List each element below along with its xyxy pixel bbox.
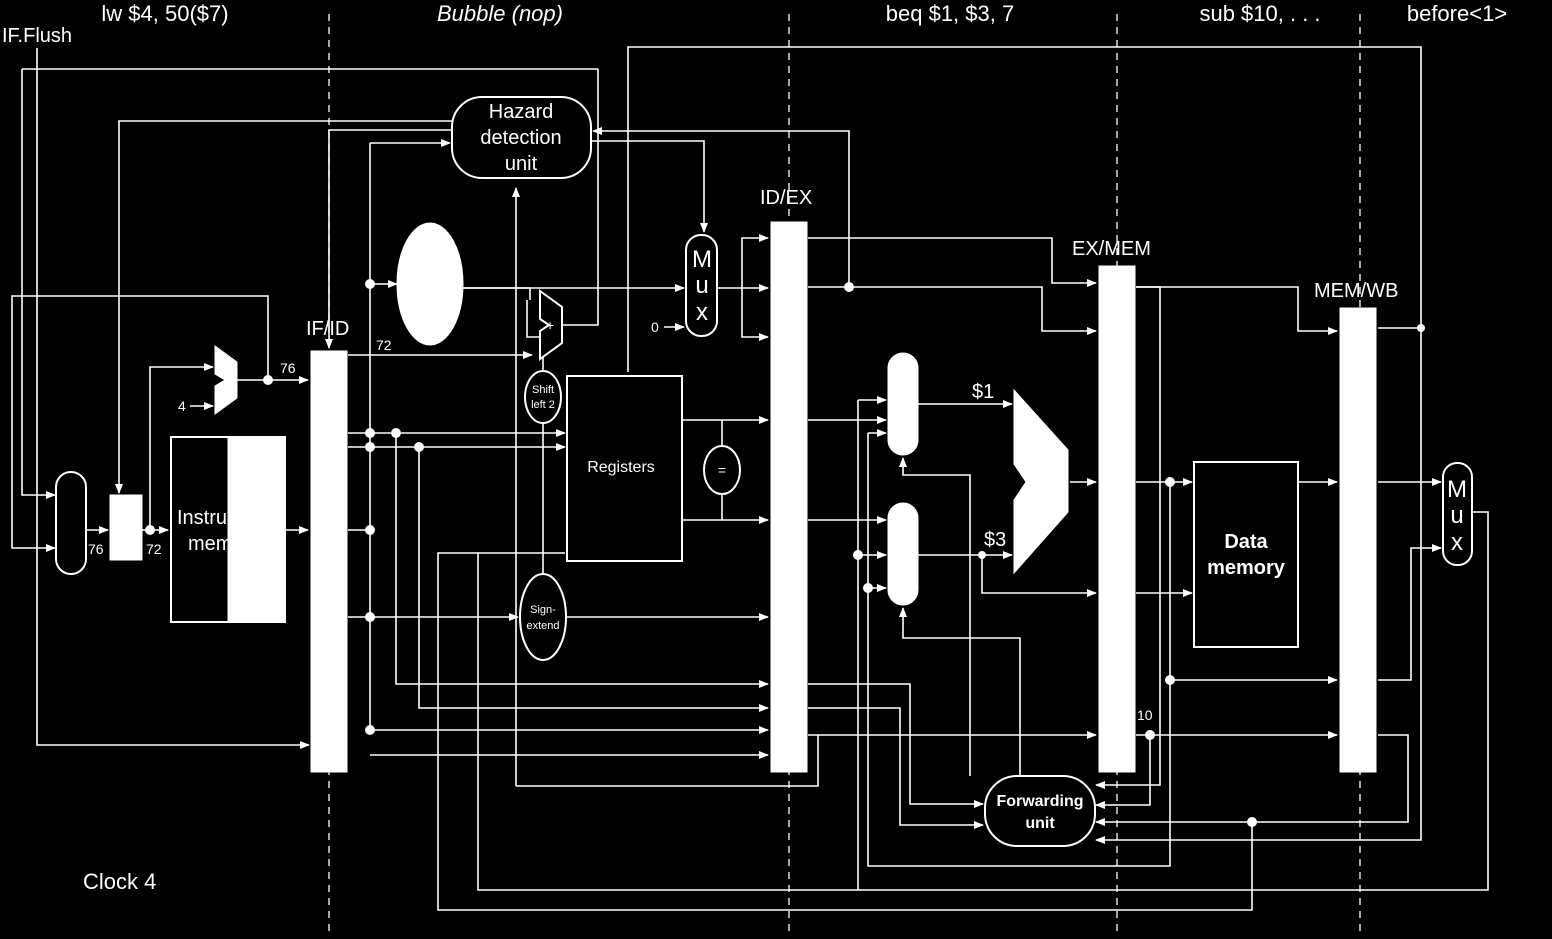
equal-comparator: [703, 445, 741, 495]
shift-label-2: left 2: [531, 399, 555, 411]
hazard-label-2: detection: [480, 127, 561, 149]
mem-wb-label: MEM/WB: [1314, 280, 1398, 302]
forward-mux-b: [887, 502, 919, 606]
forward-mux-a: [887, 352, 919, 456]
alu: [1013, 388, 1069, 575]
equal-label: =: [718, 462, 726, 478]
wb-mux-x: x: [1451, 529, 1463, 556]
control-unit: [396, 222, 464, 346]
branch-adder: [539, 289, 563, 361]
instruction-memory-overlay: [227, 436, 286, 623]
program-counter: [109, 494, 143, 561]
shift-left-2: [524, 370, 562, 424]
forwarding-label-2: unit: [1025, 815, 1055, 832]
data-memory: [1193, 461, 1299, 648]
if-flush-label: IF.Flush: [2, 25, 72, 47]
register-file: [566, 375, 683, 562]
sign-extend: [519, 573, 567, 661]
reg1-value: $1: [972, 381, 994, 403]
junction-dots: [145, 279, 1425, 827]
if-id-label: IF/ID: [306, 318, 349, 340]
clock-label: Clock 4: [83, 869, 156, 894]
hazard-label-1: Hazard: [489, 101, 553, 123]
data-memory-label-1: Data: [1224, 531, 1268, 553]
stage-if-label: lw $4, 50($7): [101, 1, 228, 26]
hazard-label-3: unit: [505, 153, 538, 175]
id-ex-label: ID/EX: [760, 187, 812, 209]
pc-out-value: 72: [146, 541, 162, 557]
wb-mux-m: M: [1447, 476, 1467, 503]
stage-id-label: Bubble (nop): [437, 1, 563, 26]
instruction-memory-label-2: mem: [188, 533, 232, 555]
register-file-label: Registers: [587, 459, 655, 476]
pc-mux: [55, 471, 87, 575]
sign-extend-label-1: Sign-: [530, 604, 556, 616]
data-memory-label-2: memory: [1207, 557, 1286, 579]
instruction-memory-label-1: Instru: [177, 507, 227, 529]
branch-adder-plus: +: [546, 317, 554, 333]
wb-mux-u: u: [1450, 502, 1463, 529]
stage-wb-label: before<1>: [1407, 1, 1507, 26]
stage-ex-label: beq $1, $3, 7: [886, 1, 1014, 26]
forwarding-label-1: Forwarding: [996, 793, 1083, 810]
mem-wb-register: [1339, 307, 1377, 773]
if-id-register: [310, 350, 348, 773]
ex-mem-register: [1098, 265, 1136, 773]
ex-mem-label: EX/MEM: [1072, 238, 1151, 260]
pc-in-value: 76: [88, 541, 104, 557]
hazard-detection-unit: [451, 96, 592, 179]
stage-mem-label: sub $10, . . .: [1199, 1, 1320, 26]
control-mux-x: x: [696, 299, 708, 326]
control-mux-m: M: [692, 246, 712, 273]
control-mux-u: u: [695, 272, 708, 299]
four-constant: 4: [178, 398, 186, 414]
pc-adder: [214, 345, 238, 415]
forwarding-unit: [984, 775, 1096, 847]
zero-constant: 0: [651, 319, 659, 335]
control-mux: [685, 234, 718, 337]
dest10-value: 10: [1137, 707, 1153, 723]
if-id-pc-value: 72: [376, 337, 392, 353]
shift-label-1: Shift: [532, 384, 554, 396]
reg3-value: $3: [984, 529, 1006, 551]
id-ex-register: [770, 221, 808, 773]
writeback-mux: [1442, 462, 1473, 566]
pc-plus4-value: 76: [280, 360, 296, 376]
wires: [11, 46, 1489, 911]
sign-extend-label-2: extend: [526, 620, 559, 632]
